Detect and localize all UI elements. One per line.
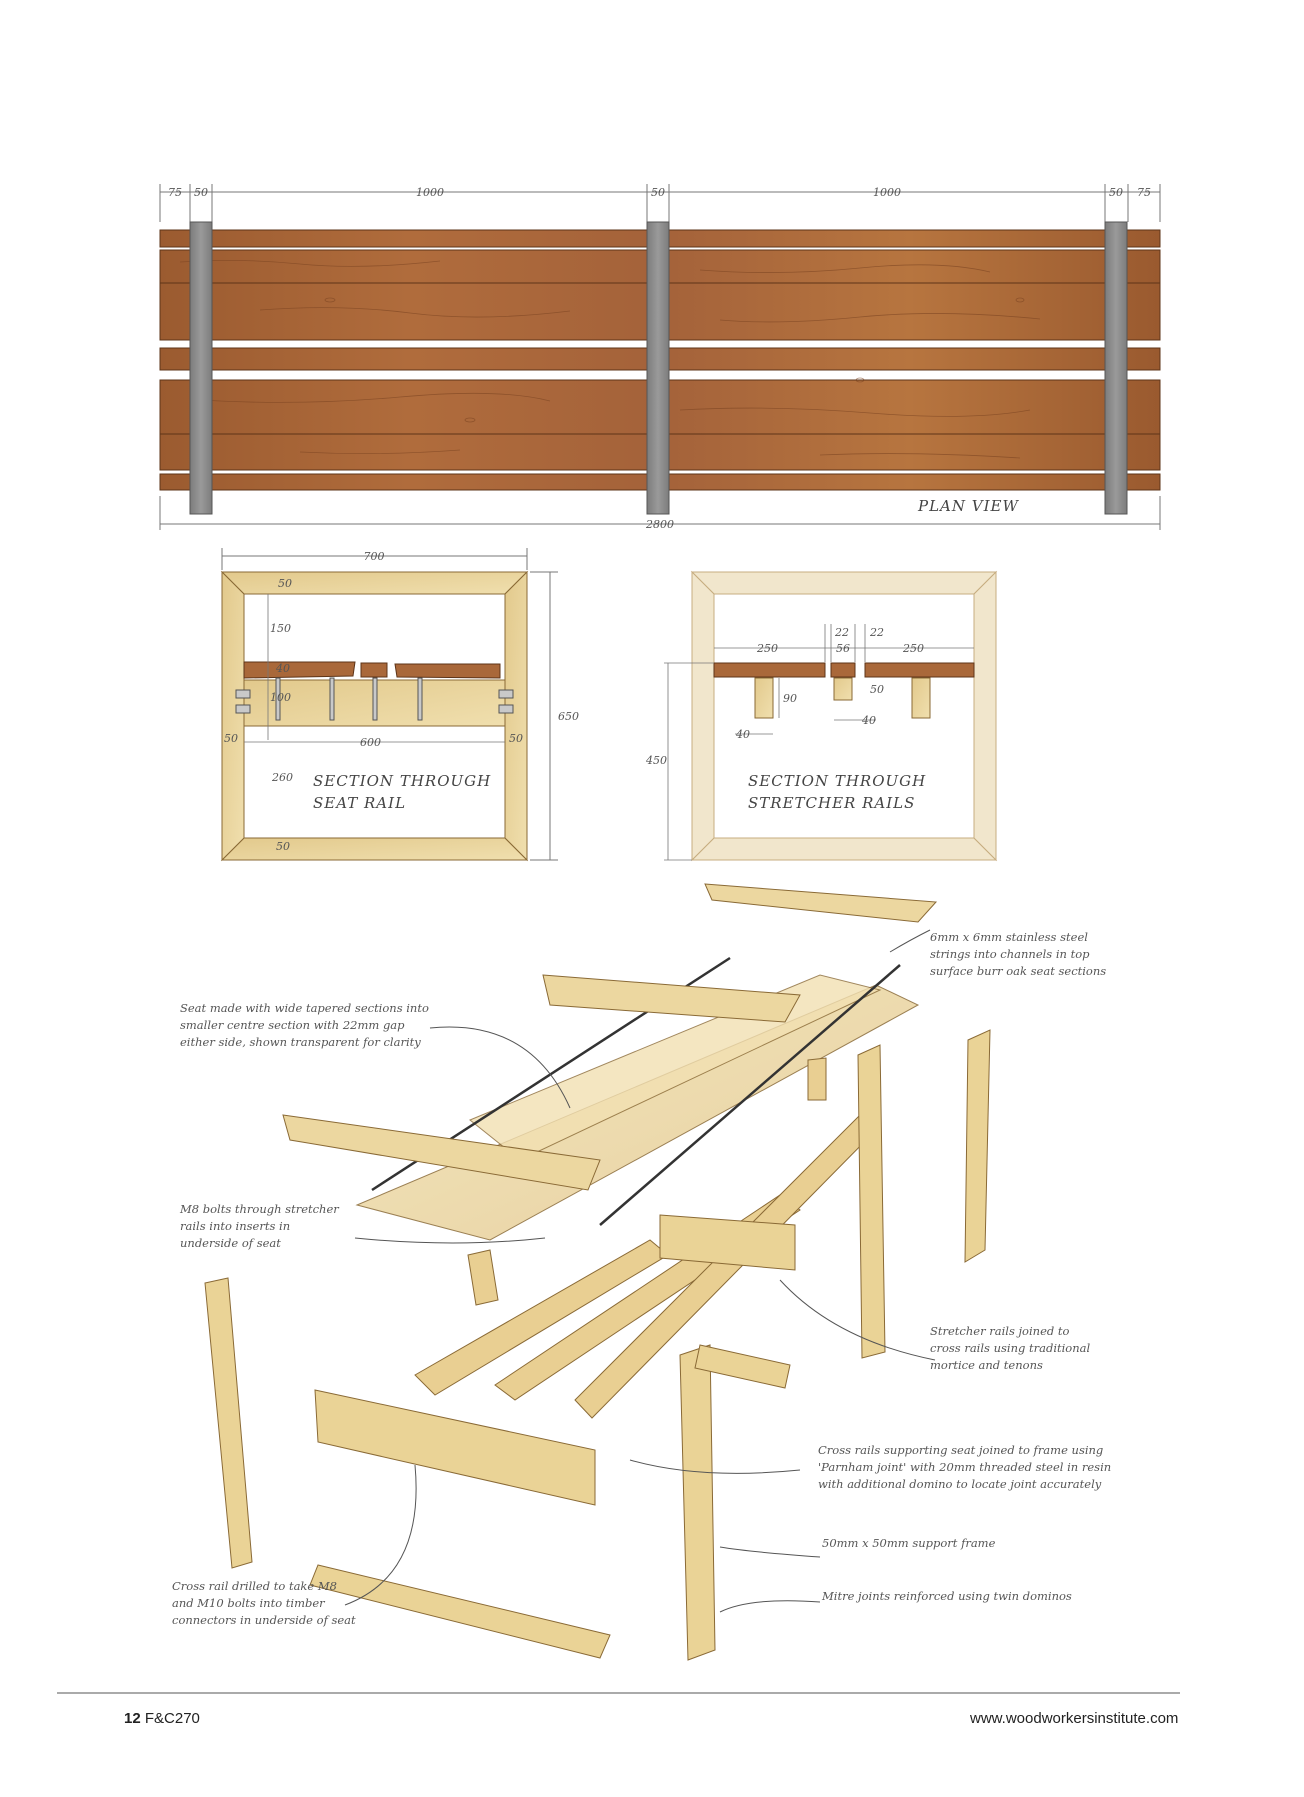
stretcher-section-frame	[690, 570, 998, 862]
note-support-frame: 50mm x 50mm support frame	[822, 1536, 996, 1550]
annotation-bolts: M8 bolts through stretcher rails into in…	[179, 1202, 340, 1250]
seat-dim-260: 260	[271, 771, 293, 784]
exploded-leg-rear	[857, 1044, 886, 1359]
exploded-rear-leg-b	[807, 1057, 827, 1101]
seat-dim-50-top: 50	[278, 577, 292, 590]
seat-dim-100: 100	[270, 691, 291, 704]
annotation-seat: Seat made with wide tapered sections int…	[180, 1001, 429, 1049]
plan-frame-supports	[189, 221, 1128, 515]
stretcher-dim-50: 50	[870, 683, 884, 696]
exploded-string-2	[599, 964, 901, 1226]
exploded-leg-front	[679, 1344, 716, 1661]
stretcher-section-dim-lines	[664, 624, 974, 861]
plan-dim-50-right: 50	[1109, 186, 1123, 199]
annotation-cross-rails: Cross rails supporting seat joined to fr…	[818, 1443, 1111, 1491]
exploded-view	[204, 883, 991, 1661]
seat-dim-50-left: 50	[224, 732, 238, 745]
plan-dim-total: 2800	[645, 518, 674, 531]
exploded-leader-lines	[344, 929, 936, 1613]
plan-dim-1000-left: 1000	[416, 186, 444, 199]
footer-website[interactable]: www.woodworkersinstitute.com	[970, 1710, 1179, 1727]
exploded-cross-rail-front	[314, 1389, 596, 1506]
note-cross-line-1: Cross rails supporting seat joined to fr…	[818, 1443, 1103, 1457]
seat-section-inner-dims	[244, 594, 505, 743]
exploded-leg-left	[204, 1277, 253, 1569]
note-drilled-line-3: connectors in underside of seat	[172, 1613, 356, 1627]
seat-dim-50-bottom: 50	[276, 840, 290, 853]
note-stretcher-line-1: Stretcher rails joined to	[930, 1324, 1070, 1338]
note-seat-line-1: Seat made with wide tapered sections int…	[180, 1001, 429, 1015]
plan-dim-50-centre: 50	[651, 186, 665, 199]
exploded-rear-leg-a	[467, 1249, 499, 1306]
note-mitre-joints: Mitre joints reinforced using twin domin…	[821, 1589, 1072, 1603]
annotation-drilled: Cross rail drilled to take M8 and M10 bo…	[172, 1579, 356, 1627]
plan-dim-75-left: 75	[168, 186, 182, 199]
stretcher-dim-22-right: 22	[869, 626, 884, 639]
seat-section-dim-lines	[221, 548, 558, 861]
page-number: 12	[124, 1710, 141, 1727]
plan-dimension-top	[159, 184, 1161, 222]
note-bolts-line-3: underside of seat	[180, 1236, 281, 1250]
exploded-bottom-rail-right	[694, 1344, 791, 1389]
seat-section-title-2: SEAT RAIL	[313, 794, 406, 812]
plan-grain	[179, 260, 1041, 459]
stretcher-rails-section: 250 22 56 22 250 90 50 40 40 450 SECTION…	[645, 570, 998, 862]
note-cross-line-2: 'Parnham joint' with 20mm threaded steel…	[818, 1460, 1111, 1474]
stretcher-dim-22-left: 22	[834, 626, 849, 639]
issue-label: F&C270	[144, 1710, 200, 1727]
plan-view: 75 50 1000 50 1000 50 75	[159, 184, 1161, 531]
exploded-cross-rail-rear	[659, 1214, 796, 1271]
note-bolts-line-2: rails into inserts in	[180, 1219, 290, 1233]
stretcher-dim-40-left: 40	[735, 728, 750, 741]
note-seat-line-2: smaller centre section with 22mm gap	[180, 1018, 405, 1032]
note-strings-line-2: strings into channels in top	[930, 947, 1090, 961]
annotation-stretcher: Stretcher rails joined to cross rails us…	[930, 1324, 1090, 1372]
seat-section-width: 700	[364, 550, 385, 563]
stretcher-section-title-2: STRETCHER RAILS	[748, 794, 915, 812]
annotation-strings: 6mm x 6mm stainless steel strings into c…	[930, 930, 1106, 978]
plan-dim-75-right: 75	[1137, 186, 1151, 199]
stretcher-dim-90: 90	[783, 692, 797, 705]
note-drilled-line-1: Cross rail drilled to take M8	[172, 1579, 337, 1593]
stretcher-section-seat	[713, 662, 975, 678]
footer-page-info: 12 F&C270	[124, 1710, 200, 1727]
seat-section-frame	[220, 570, 529, 862]
seat-rail-section: 700 650	[220, 548, 579, 862]
plan-view-title: PLAN VIEW	[917, 497, 1019, 515]
exploded-bottom-rail-left	[309, 1564, 611, 1659]
plan-dim-50-left: 50	[194, 186, 208, 199]
plan-dim-1000-right: 1000	[873, 186, 901, 199]
stretcher-dim-250-left: 250	[756, 642, 778, 655]
seat-section-bolts	[235, 677, 514, 721]
seat-section-height: 650	[558, 710, 579, 723]
seat-dim-40: 40	[275, 662, 290, 675]
seat-dim-50-right: 50	[509, 732, 523, 745]
stretcher-dim-40-right: 40	[861, 714, 876, 727]
stretcher-section-title-1: SECTION THROUGH	[748, 772, 926, 790]
note-strings-line-3: surface burr oak seat sections	[930, 964, 1106, 978]
exploded-seat-rail-upper	[542, 974, 801, 1023]
exploded-top-frame-rail	[704, 883, 938, 923]
exploded-seat-rail-mid	[282, 1114, 601, 1191]
note-stretcher-line-3: mortice and tenons	[930, 1358, 1043, 1372]
note-drilled-line-2: and M10 bolts into timber	[172, 1596, 326, 1610]
stretcher-dim-56: 56	[836, 642, 850, 655]
note-stretcher-line-2: cross rails using traditional	[930, 1341, 1090, 1355]
stretcher-dim-450: 450	[645, 754, 667, 767]
note-cross-line-3: with additional domino to locate joint a…	[818, 1477, 1102, 1491]
seat-dim-600: 600	[360, 736, 381, 749]
note-strings-line-1: 6mm x 6mm stainless steel	[930, 930, 1088, 944]
note-bolts-line-1: M8 bolts through stretcher	[179, 1202, 340, 1216]
seat-section-title-1: SECTION THROUGH	[313, 772, 491, 790]
seat-dim-150: 150	[270, 622, 291, 635]
exploded-leg-right	[964, 1029, 991, 1263]
stretcher-section-rails	[754, 677, 931, 719]
seat-section-seat	[243, 661, 501, 679]
note-seat-line-3: either side, shown transparent for clari…	[180, 1035, 421, 1049]
plan-dimension-bottom	[159, 496, 1161, 530]
stretcher-dim-250-right: 250	[902, 642, 924, 655]
